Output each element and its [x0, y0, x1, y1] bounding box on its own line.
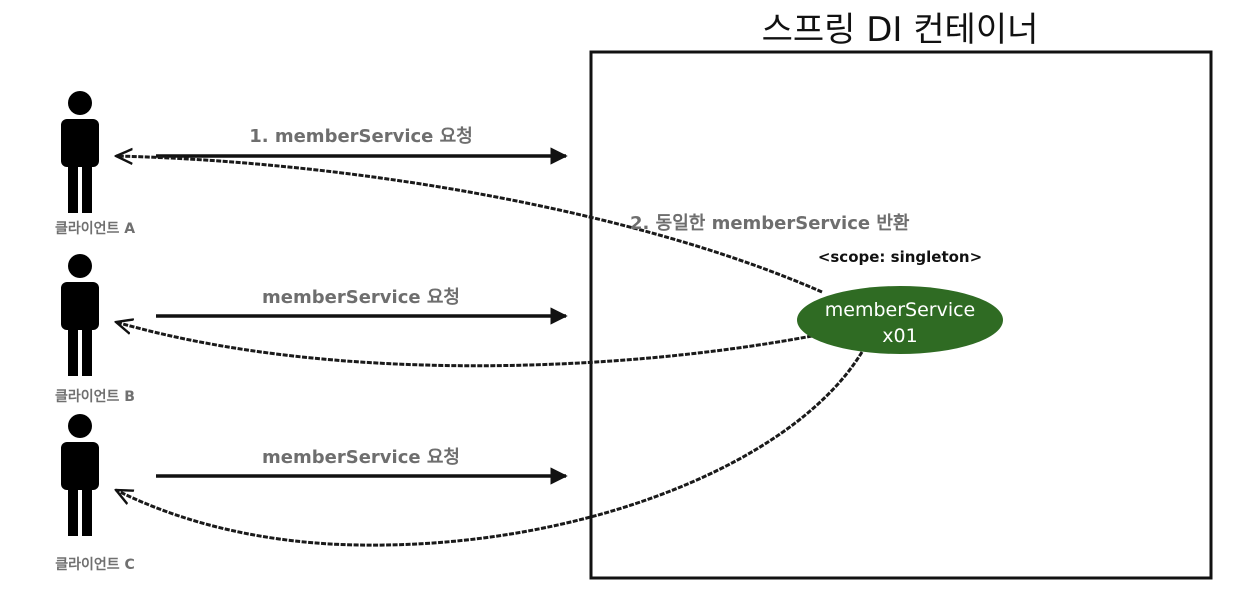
request-label-c: memberService 요청: [262, 447, 460, 468]
container-title: 스프링 DI 컨테이너: [761, 10, 1039, 50]
return-curve-a: [116, 156, 823, 294]
client-a-label: 클라이언트 A: [54, 221, 136, 237]
client-c-person-icon: [61, 414, 99, 536]
client-b-person-icon: [61, 254, 99, 376]
return-curve-c: [116, 351, 864, 547]
request-label-b: memberService 요청: [262, 287, 460, 308]
bean-id: x01: [882, 325, 918, 347]
return-label: 2. 동일한 memberService 반환: [630, 213, 910, 234]
member-service-bean: [797, 286, 1003, 354]
return-curve-b: [116, 322, 813, 368]
bean-name: memberService: [824, 299, 976, 321]
bean-label: memberService x01: [797, 297, 1003, 349]
scope-label: <scope: singleton>: [817, 248, 983, 266]
client-a-person-icon: [61, 91, 99, 213]
di-container-box: [589, 50, 1213, 580]
client-c-label: 클라이언트 C: [55, 557, 135, 573]
request-label-a: 1. memberService 요청: [249, 126, 473, 147]
client-b-label: 클라이언트 B: [55, 389, 135, 405]
